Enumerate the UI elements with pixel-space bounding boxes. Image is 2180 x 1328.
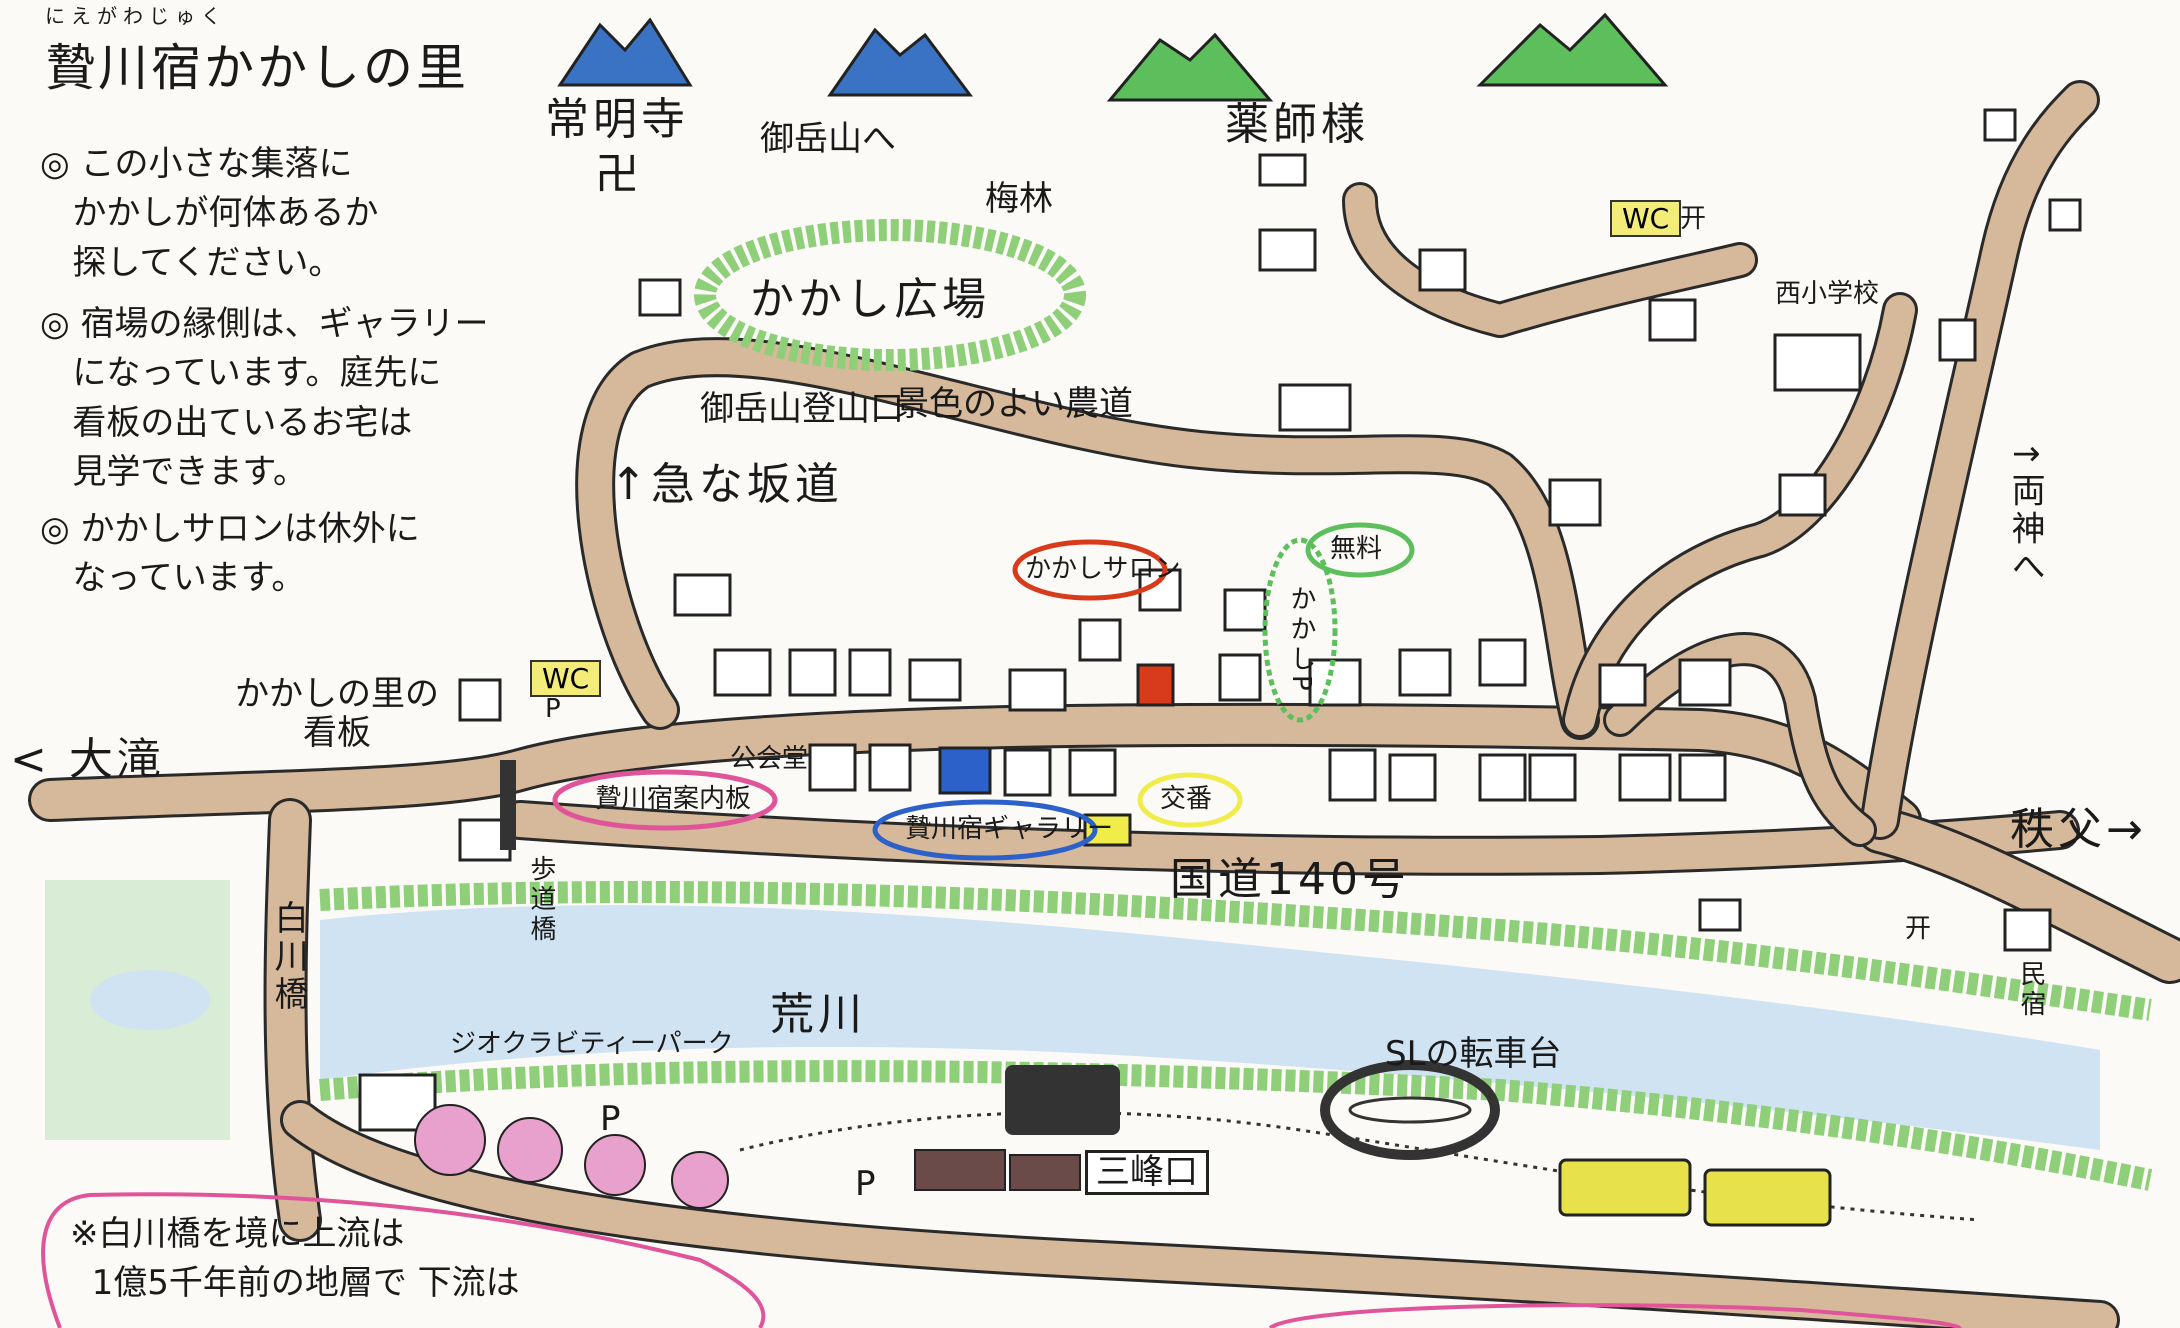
footnote-outline: [41, 1192, 766, 1328]
yakushi-label: 薬師様: [1225, 99, 1369, 150]
footbridge-label: 歩道橋: [525, 855, 556, 945]
arakawa-label: 荒川: [770, 989, 866, 1040]
sl-turntable-label: SLの転車台: [1385, 1034, 1562, 1074]
kakashi-salon-label: かかしサロン: [1025, 554, 1181, 584]
parking-station: P: [855, 1164, 876, 1204]
mountain-green-left: [1106, 32, 1274, 102]
title-furigana: にえがわじゅく: [45, 4, 227, 28]
kakashi-salon-bubble: [1012, 539, 1168, 601]
koban-label: 交番: [1160, 784, 1213, 814]
train-car-1: [914, 1149, 1006, 1191]
footbridge: [500, 760, 516, 850]
plum-grove-label: 梅林: [985, 179, 1053, 219]
parking-west: P: [545, 694, 561, 724]
mountain-blue-left: [557, 17, 693, 87]
arakawa-river: [320, 905, 2100, 1150]
scenic-road-label: 景色のよい農道: [895, 384, 1133, 424]
wc-west: WC: [530, 660, 602, 697]
gallery-marker: [938, 746, 992, 795]
kakashi-square-label: かかし広場: [750, 274, 990, 325]
note-3: ◎ かかしサロンは休外に なっています。: [40, 509, 420, 599]
trailhead-label: 御岳山登山口: [700, 389, 904, 429]
temple-label: 常明寺: [545, 94, 689, 145]
kakashi-parking-label: かかしP: [1285, 585, 1316, 695]
kakashi-salon-marker: [1136, 663, 1175, 707]
otaki-direction: < 大滝: [10, 734, 165, 785]
steam-locomotive: [1005, 1065, 1120, 1135]
train-car-2: [1009, 1154, 1081, 1191]
nigawa-gallery-label: 贄川宿ギャラリー: [905, 814, 1114, 844]
free-bubble: [1305, 522, 1415, 578]
mountains: [557, 12, 1669, 102]
ryokami-direction: ↑両神へ: [2005, 440, 2046, 587]
note-1: ◎ この小さな集落に かかしが何体あるか 探してください。: [40, 144, 379, 283]
shirakawa-bridge-label: 白川橋: [268, 900, 309, 1014]
kakashi-square-area: [694, 219, 1086, 371]
minshuku-label: 民宿: [2015, 960, 2046, 1020]
footnote-outline-2: [1268, 1303, 1962, 1328]
temple-icon: 卍: [595, 149, 643, 200]
note-2: ◎ 宿場の縁側は、ギャラリー になっています。庭先に 看板の出ているお宅は 見学…: [40, 304, 489, 492]
geopark-label: ジオクラビティーパーク: [450, 1029, 734, 1059]
mountain-green-right: [1476, 12, 1669, 87]
train-yellow-1: [1558, 1158, 1692, 1217]
wc-north: WC: [1610, 200, 1682, 237]
nigawa-sign-label: 贄川宿案内板: [595, 784, 752, 814]
footnote: ※白川橋を境に上流は 1億5千年前の地層で 下流は: [70, 1214, 520, 1304]
signboard-label: かかしの里の 看板: [235, 674, 439, 754]
shrine-north-icon: 开: [1680, 204, 1707, 234]
west-school-building: [1773, 333, 1862, 392]
mitsumineguchi-station: 三峰口: [1085, 1150, 1209, 1196]
koban-bubble: [1137, 772, 1243, 828]
mountain-blue-right: [827, 27, 973, 97]
free-label: 無料: [1330, 534, 1383, 564]
shrine-south-icon: 开: [1905, 914, 1932, 944]
west-school-label: 西小学校: [1775, 279, 1880, 309]
parking-geopark: P: [600, 1099, 621, 1139]
mitake-direction: 御岳山へ: [760, 119, 896, 159]
koban-marker: [1083, 813, 1132, 847]
river-bank-south: [319, 1060, 2153, 1191]
steep-slope-label: ↑急な坂道: [610, 459, 843, 510]
sl-turntable: [1320, 1060, 1500, 1160]
map-title: 贄川宿かかしの里: [45, 39, 469, 97]
kakashi-parking-outline: [1262, 537, 1338, 723]
train-yellow-2: [1703, 1168, 1832, 1227]
chichibu-direction: 秩父→: [2010, 804, 2147, 855]
kominkan-label: 公会堂: [730, 744, 809, 774]
gallery-bubble: [872, 799, 1098, 861]
pond: [90, 970, 210, 1030]
nigawa-sign-bubble: [552, 769, 778, 831]
route140-label: 国道140号: [1170, 854, 1410, 905]
river-bank-north: [319, 880, 2152, 1021]
sakura-trees: [414, 1104, 729, 1209]
